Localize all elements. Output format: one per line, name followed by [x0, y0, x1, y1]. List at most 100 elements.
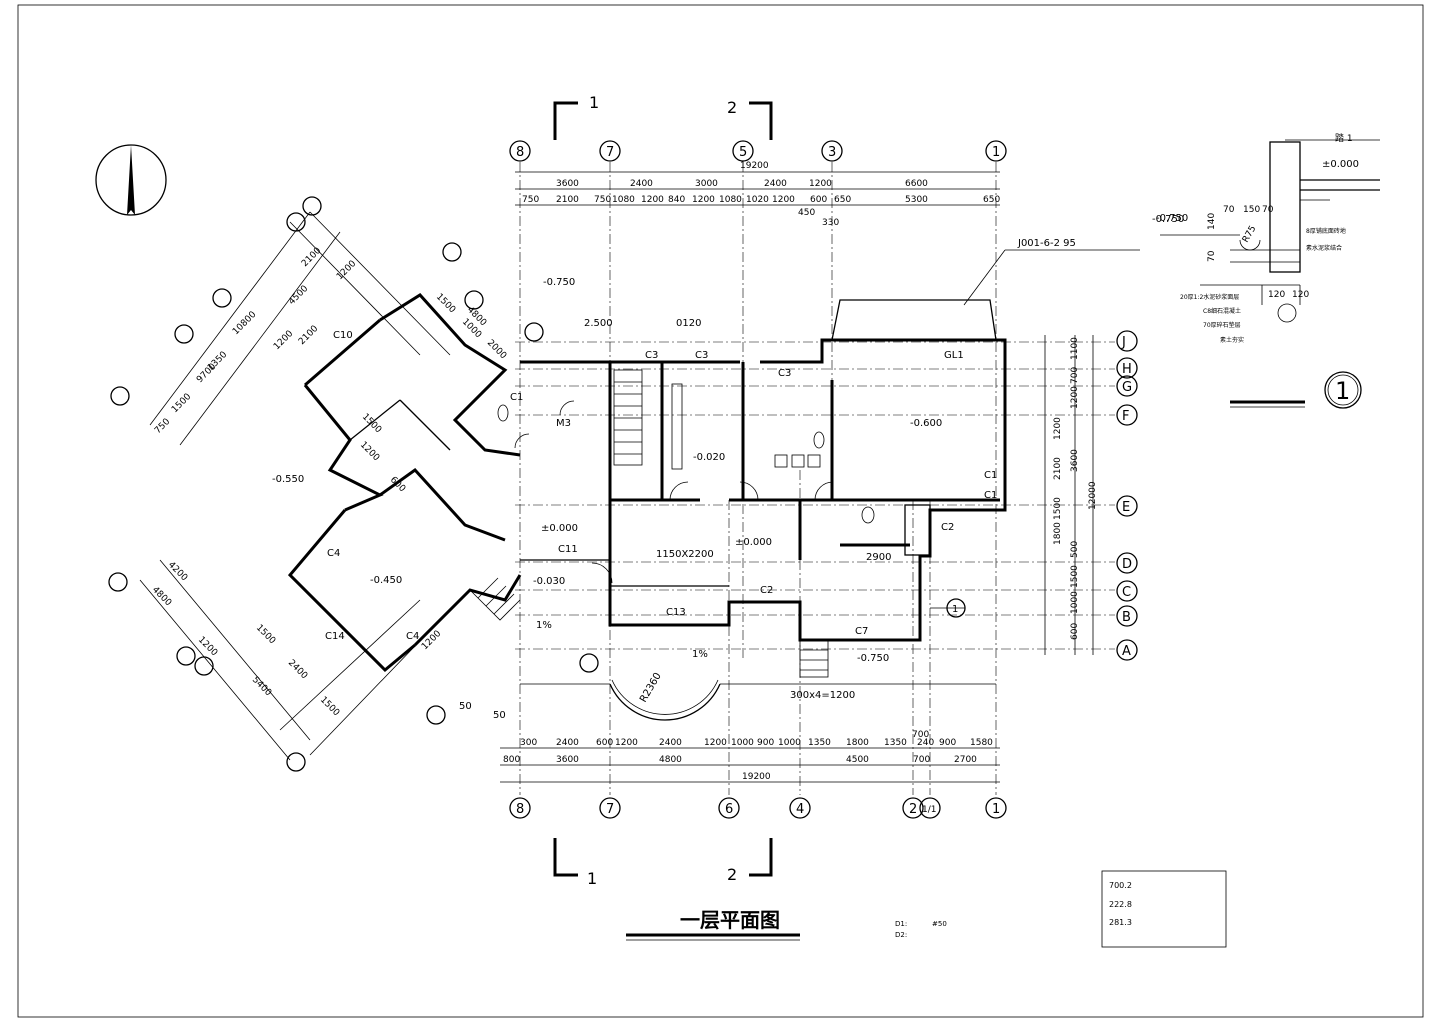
- left-dim: 750: [153, 417, 172, 436]
- step-detail-drawing: [1160, 139, 1380, 323]
- left-dim: 4800: [150, 585, 173, 608]
- top-dim: 650: [834, 195, 851, 205]
- elevation: ±0.000: [735, 537, 772, 548]
- window-label: C4: [327, 548, 340, 559]
- detail-dim: 120: [1268, 290, 1285, 300]
- axis-label-top: 1: [992, 145, 1000, 160]
- door-label: M3: [556, 418, 571, 429]
- area-value: 222.8: [1109, 900, 1132, 909]
- scale-value: #50: [932, 920, 947, 928]
- window-label: C3: [778, 368, 791, 379]
- top-dim: 1200: [692, 195, 715, 205]
- bottom-dim: 2400: [659, 738, 682, 748]
- axis-label-top: 3: [828, 145, 836, 160]
- bottom-dim: 1200: [615, 738, 638, 748]
- detail-dim: R75: [1241, 224, 1259, 244]
- area-table: [1101, 870, 1227, 948]
- detail-dim: 70: [1223, 205, 1235, 215]
- section-1-top: 1: [589, 93, 599, 112]
- right-dim: 12000: [1088, 481, 1098, 510]
- left-dim: 2400: [286, 658, 309, 681]
- bottom-dim: 240: [917, 738, 934, 748]
- window-label: C1: [510, 392, 523, 403]
- detail-ref-leader: [963, 249, 1140, 306]
- right-dim: 1000: [1070, 591, 1080, 614]
- right-dim: 700: [1070, 367, 1080, 384]
- axis-label-top: 8: [516, 145, 524, 160]
- window-label: C1: [984, 490, 997, 501]
- axis-label-right: G: [1122, 380, 1132, 395]
- bottom-dim: 1580: [970, 738, 993, 748]
- top-dim: 3000: [695, 179, 718, 189]
- left-dim: 1200: [335, 259, 358, 282]
- detail-dim: 140: [1207, 213, 1217, 230]
- axis-label-right: H: [1122, 362, 1132, 377]
- detail-index-icon: [1230, 371, 1362, 409]
- left-dim: 4500: [287, 284, 310, 307]
- rotated-left-wing: [139, 211, 522, 761]
- left-dim: 2100: [297, 324, 320, 347]
- axis-label-right: F: [1122, 409, 1129, 424]
- detail-note: 素土夯实: [1220, 336, 1244, 344]
- right-dim: 500: [1070, 541, 1080, 558]
- left-dim: 1200: [420, 629, 443, 652]
- section-2-top: 2: [727, 98, 737, 117]
- elevation: -0.030: [533, 576, 565, 587]
- section-mark-1: 1: [952, 604, 958, 615]
- axis-label-bottom: 1/1: [922, 805, 936, 815]
- main-building-walls: [497, 299, 1007, 721]
- left-dim: 1200: [358, 440, 381, 463]
- detail-elevation: -0.750: [1156, 213, 1188, 224]
- axis-label-bottom: 1: [992, 802, 1000, 817]
- detail-note: 70厚碎石垫层: [1203, 321, 1241, 329]
- right-dim: 2100: [1053, 457, 1063, 480]
- top-dim: 750: [522, 195, 539, 205]
- dim-label: 50: [493, 710, 506, 721]
- top-dim: 1080: [719, 195, 742, 205]
- right-dim: 1500: [1053, 497, 1063, 520]
- bottom-dim: 600: [596, 738, 613, 748]
- window-label: C13: [666, 607, 686, 618]
- detail-note: 素水泥浆结合: [1306, 244, 1342, 252]
- sheet-border: [17, 4, 1424, 1018]
- bottom-dim: 1200: [704, 738, 727, 748]
- detail-dim: 120: [1292, 290, 1309, 300]
- axis-label-bottom: 4: [796, 802, 804, 817]
- elevation: -0.450: [370, 575, 402, 586]
- bottom-dim: 3600: [556, 755, 579, 765]
- window-label: C3: [695, 350, 708, 361]
- elevation: -0.020: [693, 452, 725, 463]
- axis-label-right: A: [1122, 644, 1131, 659]
- window-label: C4: [406, 631, 419, 642]
- window-label: C1: [984, 470, 997, 481]
- right-dim: 3600: [1070, 449, 1080, 472]
- step-label: 300x4=1200: [790, 690, 855, 701]
- top-dim: 2400: [630, 179, 653, 189]
- north-arrow-icon: [95, 144, 167, 216]
- right-dim: 1100: [1070, 337, 1080, 360]
- top-dim: 1200: [772, 195, 795, 205]
- axis-label-top: 5: [739, 145, 747, 160]
- detail-note: 8厚铺底面砖地: [1306, 227, 1346, 235]
- section-1-bottom: 1: [587, 869, 597, 888]
- elevation: 0120: [676, 318, 701, 329]
- axis-label-right: D: [1122, 557, 1132, 572]
- elevation: -0.750: [1152, 214, 1184, 225]
- radius-label: R2360: [638, 671, 664, 705]
- axis-label-top: 7: [606, 145, 614, 160]
- axis-label-right: B: [1122, 610, 1131, 625]
- bottom-dim: 2700: [954, 755, 977, 765]
- slope-label: 1%: [692, 649, 708, 660]
- bottom-dim-total: 19200: [742, 772, 771, 782]
- bottom-dim: 300: [520, 738, 537, 748]
- left-dim: 1350: [206, 350, 229, 373]
- top-dim: 1020: [746, 195, 769, 205]
- top-dim: 6600: [905, 179, 928, 189]
- left-dim: 1500: [254, 623, 277, 646]
- detail-note: 20厚1:2水泥砂浆面层: [1180, 293, 1239, 301]
- elevation: 2.500: [584, 318, 613, 329]
- top-dim: 5300: [905, 195, 928, 205]
- top-dim: 600: [810, 195, 827, 205]
- right-dim: 1200: [1070, 386, 1080, 409]
